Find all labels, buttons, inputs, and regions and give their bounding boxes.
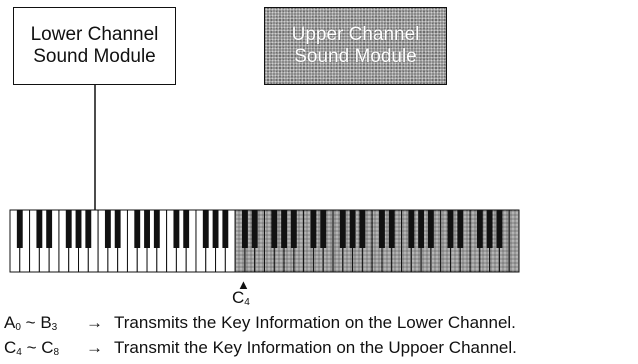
black-key <box>388 210 395 248</box>
black-key <box>496 210 503 248</box>
black-key <box>290 210 297 248</box>
legend-text-lower: Transmits the Key Information on the Low… <box>114 313 516 332</box>
black-key <box>251 210 258 248</box>
black-key <box>173 210 180 248</box>
black-key <box>65 210 72 248</box>
white-key <box>508 209 520 273</box>
black-key <box>153 210 160 248</box>
black-key <box>104 210 111 248</box>
black-key <box>271 210 278 248</box>
lower-channel-sound-module: Lower Channel Sound Module <box>13 7 176 85</box>
upper-module-line1: Upper Channel <box>291 24 420 45</box>
black-key <box>408 210 415 248</box>
black-key <box>418 210 425 248</box>
range-upper: C4 ~ C8 <box>4 338 60 358</box>
arrow-icon: → <box>86 338 103 357</box>
black-key <box>202 210 209 248</box>
split-label-octave: 4 <box>244 297 250 308</box>
black-key <box>144 210 150 248</box>
piano-keyboard <box>9 209 520 273</box>
black-key <box>222 210 229 248</box>
legend-text-upper: Transmit the Key Information on the Uppo… <box>114 338 517 357</box>
black-key <box>320 210 327 248</box>
legend-row-upper: C4 ~ C8 → Transmit the Key Information o… <box>4 338 517 358</box>
black-key <box>36 210 43 248</box>
arrow-icon: → <box>86 313 103 332</box>
legend-row-lower: A0 ~ B3 → Transmits the Key Information … <box>4 313 516 333</box>
upper-channel-sound-module: Upper Channel Sound Module <box>264 7 447 85</box>
lower-module-line2: Sound Module <box>33 46 156 67</box>
black-key <box>379 210 385 248</box>
range-lower: A0 ~ B3 <box>4 313 58 333</box>
black-key <box>75 210 82 248</box>
black-key <box>349 210 356 248</box>
black-key <box>16 210 23 248</box>
black-key <box>359 210 366 248</box>
black-key <box>241 210 248 248</box>
black-key <box>310 210 317 248</box>
upper-module-line2: Sound Module <box>294 46 417 67</box>
black-key <box>339 210 346 248</box>
black-key <box>46 210 53 248</box>
black-key <box>114 210 121 248</box>
black-key <box>447 210 454 248</box>
black-key <box>281 210 288 248</box>
black-key <box>85 210 92 248</box>
black-key <box>183 210 190 248</box>
lower-module-line1: Lower Channel <box>30 24 159 45</box>
black-key <box>212 210 219 248</box>
split-point-marker-icon: ▲ <box>237 277 250 292</box>
black-key <box>457 210 464 248</box>
split-label-note: C <box>232 288 245 307</box>
black-key <box>134 210 141 248</box>
black-key <box>427 210 434 248</box>
split-point-label: C4 <box>232 288 250 308</box>
black-key <box>476 210 483 248</box>
black-key <box>486 210 493 248</box>
